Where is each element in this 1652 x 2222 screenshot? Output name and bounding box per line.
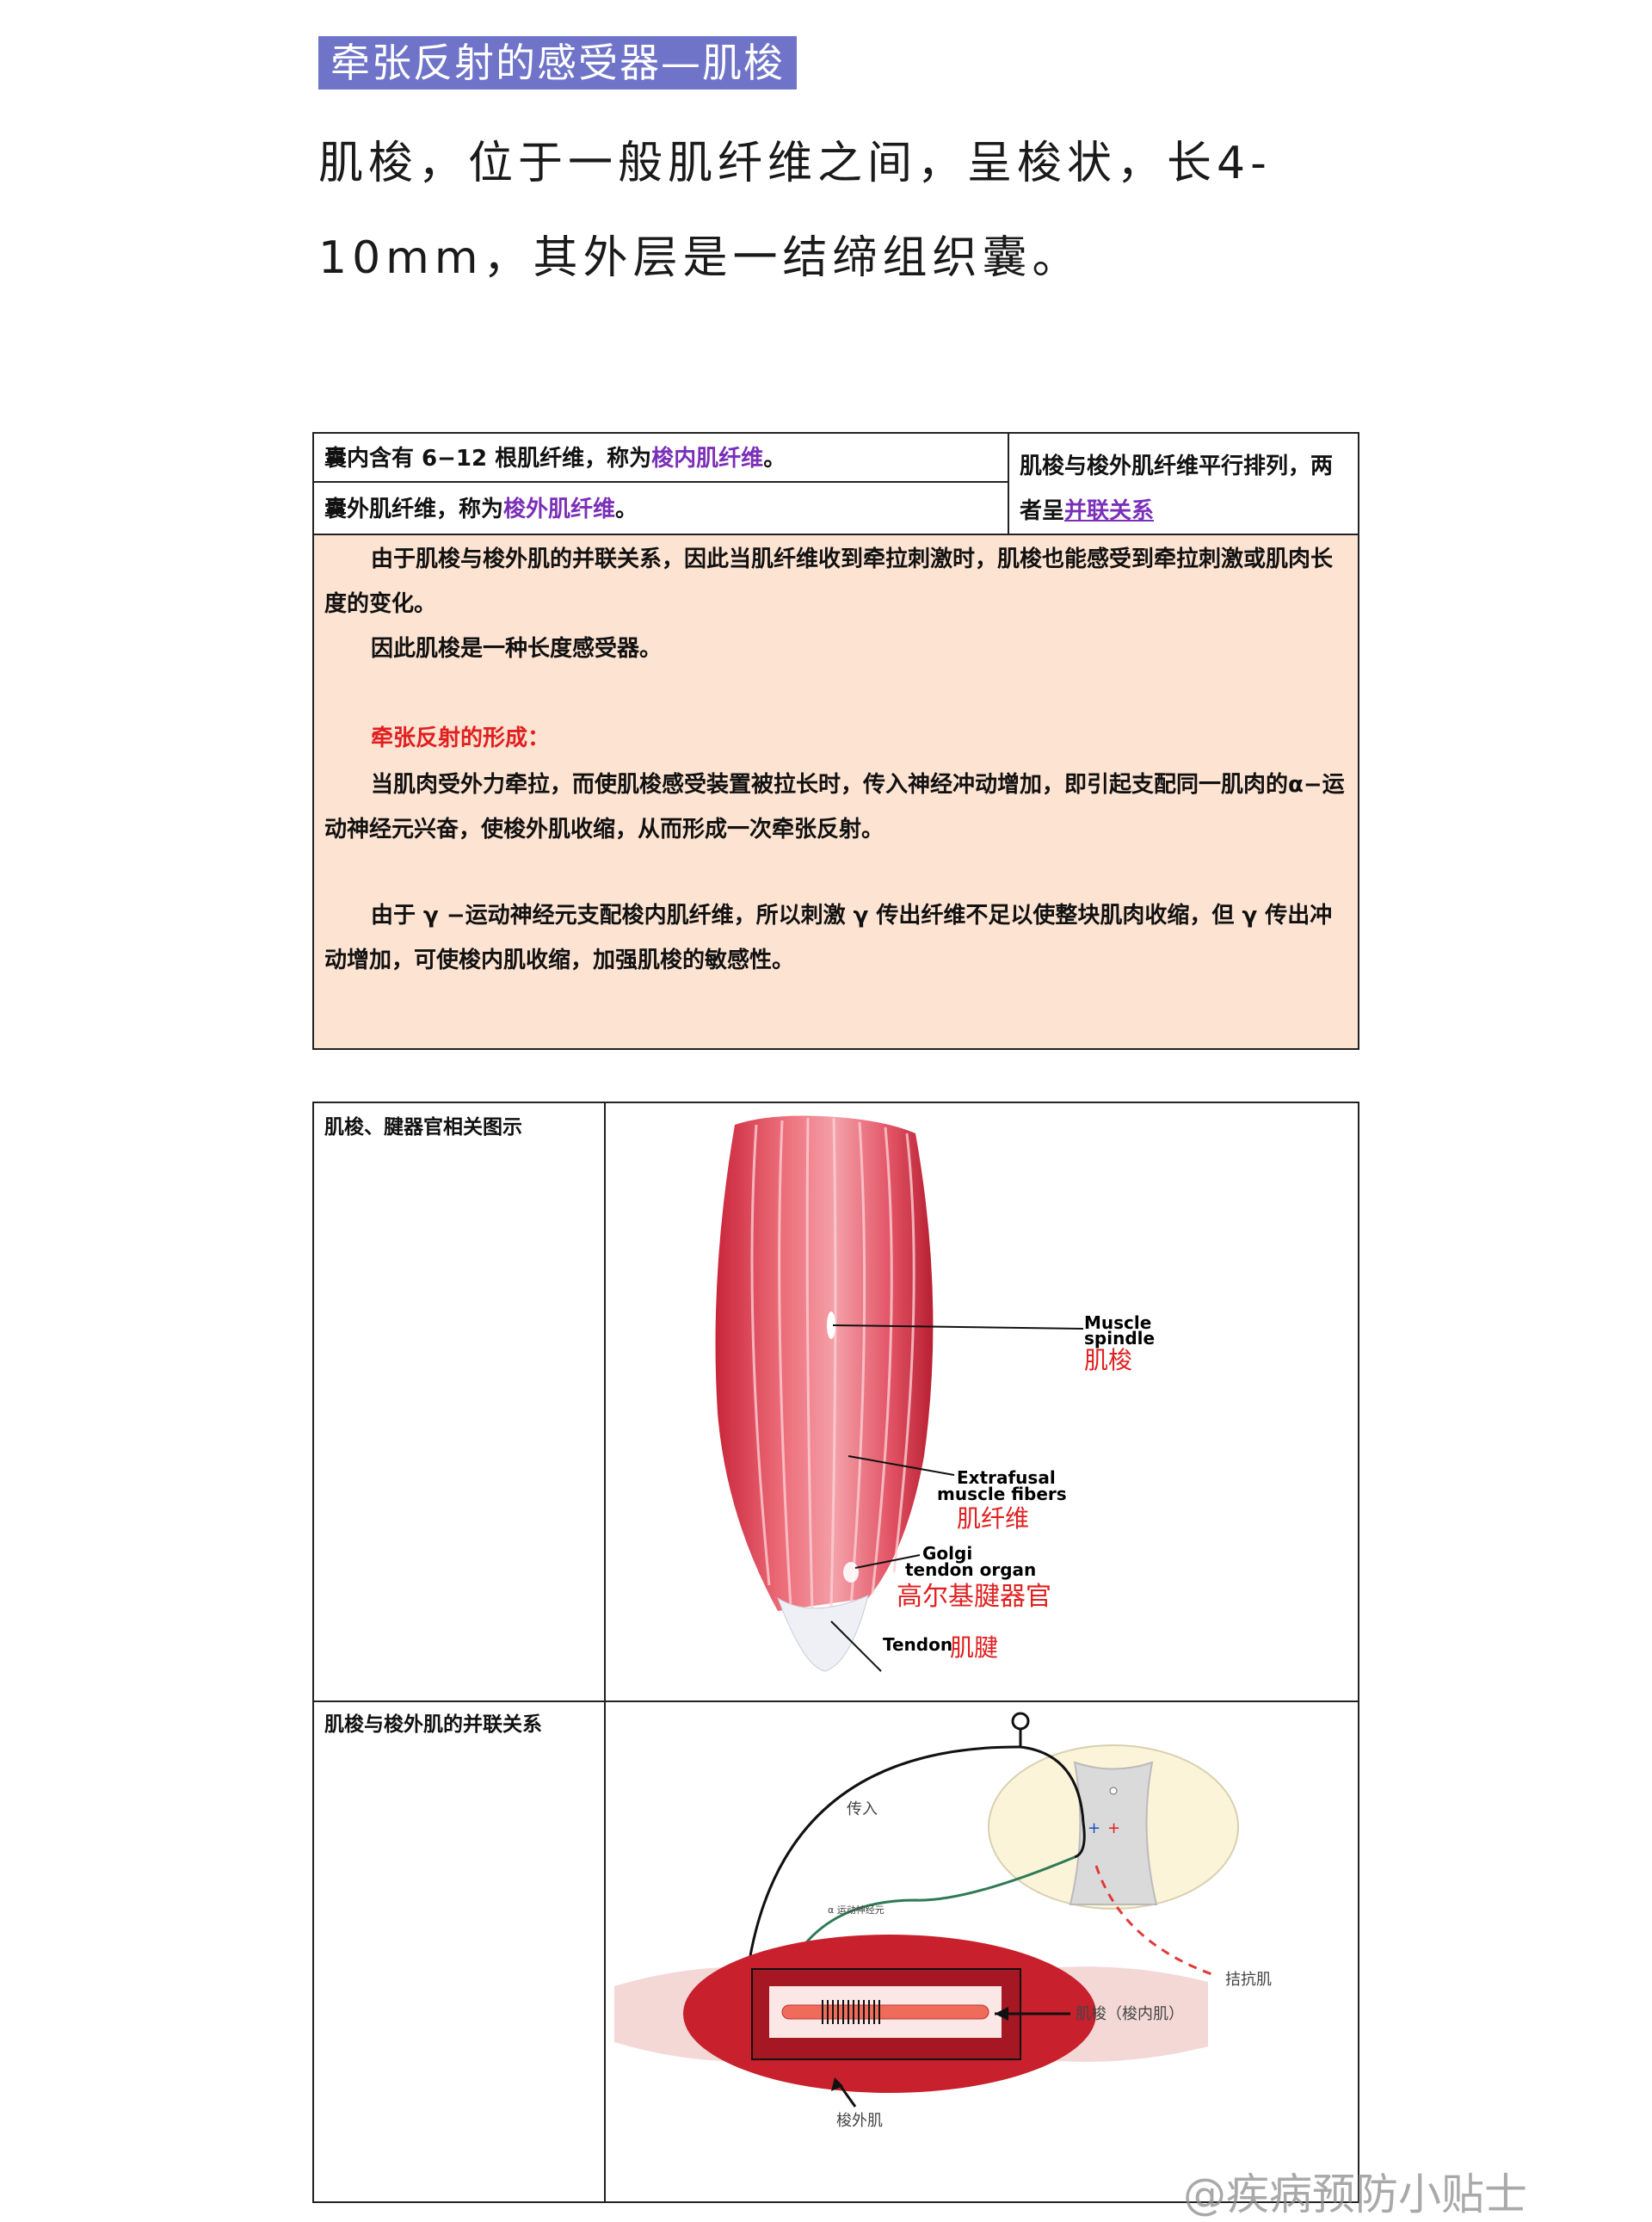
- extrafusal-suffix: 。: [615, 497, 638, 522]
- golgi-label-cn: 高尔基腱器官: [897, 1582, 1051, 1612]
- extrafusal-term: 梭外肌纤维: [503, 497, 616, 522]
- alpha-motor-label: α 运动神经元: [828, 1904, 885, 1916]
- row-divider: [314, 1700, 1358, 1702]
- antagonist-label: 拮抗肌: [1225, 1971, 1272, 1989]
- spindle-label-cn: 肌梭: [1084, 1346, 1132, 1374]
- spindle-info-table: 囊内含有 6−12 根肌纤维，称为梭内肌纤维。 囊外肌纤维，称为梭外肌纤维。 肌…: [312, 432, 1359, 1050]
- intrafusal-term: 梭内肌纤维: [651, 446, 764, 472]
- alpha-motor-nerve: [792, 1855, 1076, 1961]
- golgi-label-en2: tendon organ: [905, 1559, 1036, 1580]
- tendon: [777, 1595, 869, 1672]
- figure-row-label-1: 肌梭、腱器官相关图示: [324, 1116, 522, 1139]
- extrafusal-cell: 囊外肌纤维，称为梭外肌纤维。: [314, 483, 1009, 534]
- column-divider: [604, 1103, 606, 2201]
- figure-row-label-2: 肌梭与梭外肌的并联关系: [324, 1713, 542, 1736]
- watermark: @疾病预防小贴士: [1183, 2170, 1527, 2219]
- parallel-text-line2: 者呈: [1020, 498, 1065, 524]
- extrafusal-label: 梭外肌: [836, 2112, 883, 2130]
- svg-text:+: +: [1088, 1819, 1100, 1837]
- afferent-nerve: [742, 1745, 1085, 2013]
- extrafusal-label-cn: 肌纤维: [957, 1504, 1029, 1533]
- muscle-belly: [715, 1115, 934, 1611]
- golgi-label-en1: Golgi: [922, 1543, 972, 1564]
- tendon-label-cn: 肌腱: [950, 1633, 998, 1662]
- reflex-formation-heading: 牵张反射的形成：: [371, 725, 551, 751]
- extrafusal-text: 囊外肌纤维，称为: [324, 497, 504, 522]
- tendon-label-en: Tendon: [883, 1634, 952, 1655]
- intrafusal-label: 肌梭（梭内肌）: [1076, 2005, 1184, 2023]
- intrafusal-suffix: 。: [763, 446, 786, 472]
- figure-table: 肌梭、腱器官相关图示 肌梭与梭外肌的并联关系: [312, 1102, 1359, 2203]
- explanation-para-1: 由于肌梭与梭外肌的并联关系，因此当肌纤维收到牵拉刺激时，肌梭也能感受到牵拉刺激或…: [324, 546, 1334, 617]
- spindle-label-en1: Muscle: [1084, 1312, 1151, 1333]
- reflex-arc-figure: + + 传入 α 运动神经元 拮抗肌 肌梭（梭内肌） 梭外肌: [614, 1712, 1272, 2130]
- svg-text:+: +: [1107, 1819, 1120, 1837]
- antagonist-path: [1094, 1865, 1217, 1978]
- extrafusal-label-en1: Extrafusal: [957, 1467, 1056, 1488]
- spindle-mark: [827, 1312, 835, 1339]
- explanation-para-4: 当肌肉受外力牵拉，而使肌梭感受装置被拉长时，传入神经冲动增加，即引起支配同一肌肉…: [324, 772, 1345, 843]
- intro-paragraph: 肌梭，位于一般肌纤维之间，呈梭状，长4- 10mm，其外层是一结缔组织囊。: [318, 116, 1368, 306]
- parallel-text-line1: 肌梭与梭外肌纤维平行排列，两: [1020, 454, 1334, 479]
- intro-line-2: 10mm，其外层是一结缔组织囊。: [318, 232, 1082, 284]
- intrafusal-text: 囊内含有 6−12 根肌纤维，称为: [324, 446, 652, 472]
- section-title: 牵张反射的感受器—肌梭: [318, 36, 797, 89]
- explanation-body: 由于肌梭与梭外肌的并联关系，因此当肌纤维收到牵拉刺激时，肌梭也能感受到牵拉刺激或…: [324, 537, 1346, 983]
- muscle-spindle-figure: Muscle spindle 肌梭 Extrafusal muscle fibe…: [715, 1115, 1155, 1672]
- spindle-label-en2: spindle: [1084, 1328, 1155, 1349]
- parallel-relation-link[interactable]: 并联关系: [1064, 498, 1155, 524]
- afferent-label: 传入: [847, 1800, 878, 1818]
- extrafusal-label-en2: muscle fibers: [937, 1484, 1067, 1504]
- intro-line-1: 肌梭，位于一般肌纤维之间，呈梭状，长4-: [318, 138, 1272, 189]
- parallel-cell: 肌梭与梭外肌纤维平行排列，两 者呈并联关系: [1009, 434, 1358, 534]
- explanation-para-2: 因此肌梭是一种长度感受器。: [371, 636, 663, 662]
- explanation-para-5: 由于 γ −运动神经元支配梭内肌纤维，所以刺激 γ 传出纤维不足以使整块肌肉收缩…: [324, 903, 1333, 973]
- intrafusal-fiber: [781, 2004, 989, 2020]
- intrafusal-cell: 囊内含有 6−12 根肌纤维，称为梭内肌纤维。: [314, 434, 1009, 483]
- table-header-row: 囊内含有 6−12 根肌纤维，称为梭内肌纤维。 囊外肌纤维，称为梭外肌纤维。 肌…: [314, 434, 1358, 535]
